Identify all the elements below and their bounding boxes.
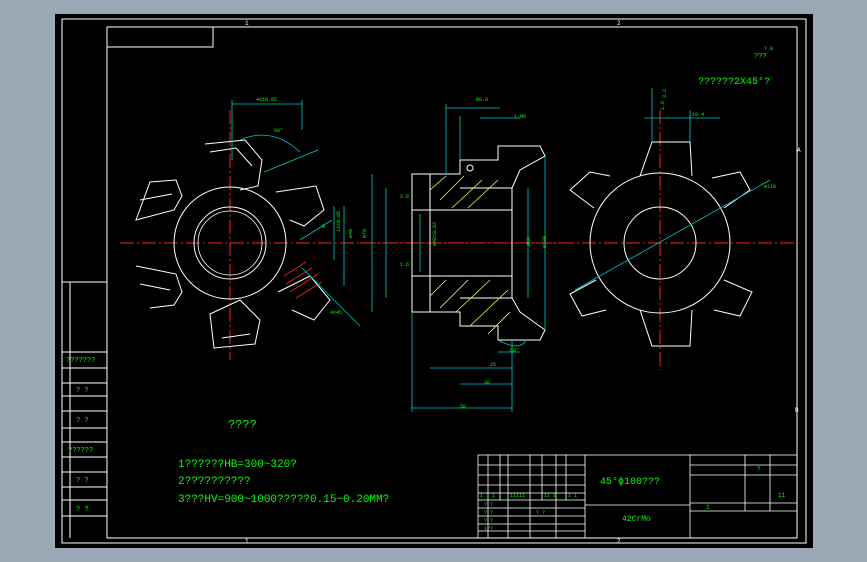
title-small-row-5: 1?? [484, 526, 493, 532]
title-material: 42CrMo [622, 515, 651, 524]
side-table-row-4: ?????? [68, 447, 93, 455]
svg-text:60°: 60° [274, 128, 283, 134]
title-scale: ? [757, 466, 761, 473]
svg-text:R: R [322, 224, 325, 230]
svg-text:ø110: ø110 [764, 184, 776, 190]
title-small-row-1: ? ? [484, 502, 493, 508]
svg-text:3.2: 3.2 [662, 89, 668, 98]
outer-frame [61, 18, 807, 544]
svg-text:1-M6: 1-M6 [514, 114, 526, 120]
svg-text:58: 58 [460, 404, 466, 410]
title-block [477, 454, 798, 539]
title-code-1: 1 1 [480, 493, 489, 499]
svg-text:ø40: ø40 [348, 229, 354, 238]
notes-title: ???? [228, 418, 257, 432]
title-code-3: 11111 [510, 493, 525, 499]
side-table-row-1: ??????? [66, 357, 95, 365]
notes-line-2: 2?????????? [178, 476, 251, 488]
svg-text:ø100: ø100 [542, 236, 548, 248]
svg-text:30: 30 [484, 380, 490, 386]
svg-text:1.6: 1.6 [400, 262, 409, 268]
title-part-name: 45°ɸ100??? [600, 476, 660, 488]
svg-text:R0.8: R0.8 [476, 97, 488, 103]
svg-text:10.4: 10.4 [692, 112, 704, 118]
zone-right-b: B [795, 407, 799, 414]
zone-top-2: 2 [617, 20, 621, 27]
side-table-row-3: ? ? [76, 417, 89, 425]
svg-text:60°: 60° [510, 348, 519, 354]
title-small-row-2: ? ? [484, 510, 493, 516]
svg-text:ø48±0.02: ø48±0.02 [432, 222, 438, 246]
svg-text:1.6: 1.6 [660, 101, 666, 110]
zone-bottom-1: 1 [245, 538, 249, 545]
side-table-row-6: ? ? [76, 506, 89, 514]
svg-text:ø68: ø68 [526, 237, 532, 246]
middle-view: ø40 ø70 ø48±0.02 ø68 ø100 R0.8 1-M6 58 3… [348, 97, 560, 412]
notes-line-1: 1??????HB=300~320? [178, 459, 297, 471]
side-table [62, 281, 107, 538]
title-qty: 1 [706, 504, 710, 511]
title-code-4: 11 1 [544, 493, 556, 499]
title-code-2: 1 1 [492, 493, 501, 499]
notes-line-3: 3???HV=900~1000?????0.15~0.20MM? [178, 494, 389, 506]
title-code-5: 1 1 [568, 493, 577, 499]
svg-text:ø70: ø70 [362, 229, 368, 238]
side-table-row-5: ? ? [76, 477, 89, 485]
right-view: 10.4 ø110 3.2 1.6 ??????2X45°? ??? ?.8 [569, 46, 776, 370]
top-left-stamp-box [107, 27, 214, 48]
svg-text:2.0: 2.0 [400, 194, 409, 200]
title-small-row-3: ? ? [484, 518, 493, 524]
svg-text:40±0.05: 40±0.05 [256, 97, 277, 103]
svg-text:12±0.05: 12±0.05 [336, 211, 342, 232]
title-sheet: 11 [778, 492, 786, 499]
side-table-row-2: ? ? [76, 387, 89, 395]
svg-text:25: 25 [490, 362, 496, 368]
zone-bottom-2: 2 [617, 538, 621, 545]
chamfer-note: ??????2X45°? [698, 76, 770, 88]
roughness-label: ??? [754, 53, 767, 61]
zone-right-a: A [797, 147, 801, 154]
drawing-paper [55, 14, 813, 548]
roughness-top: ?.8 [764, 46, 773, 52]
svg-text:4x45: 4x45 [330, 310, 342, 316]
title-small-row-4: ? ? [536, 510, 545, 516]
zone-top-1: 1 [245, 20, 249, 27]
